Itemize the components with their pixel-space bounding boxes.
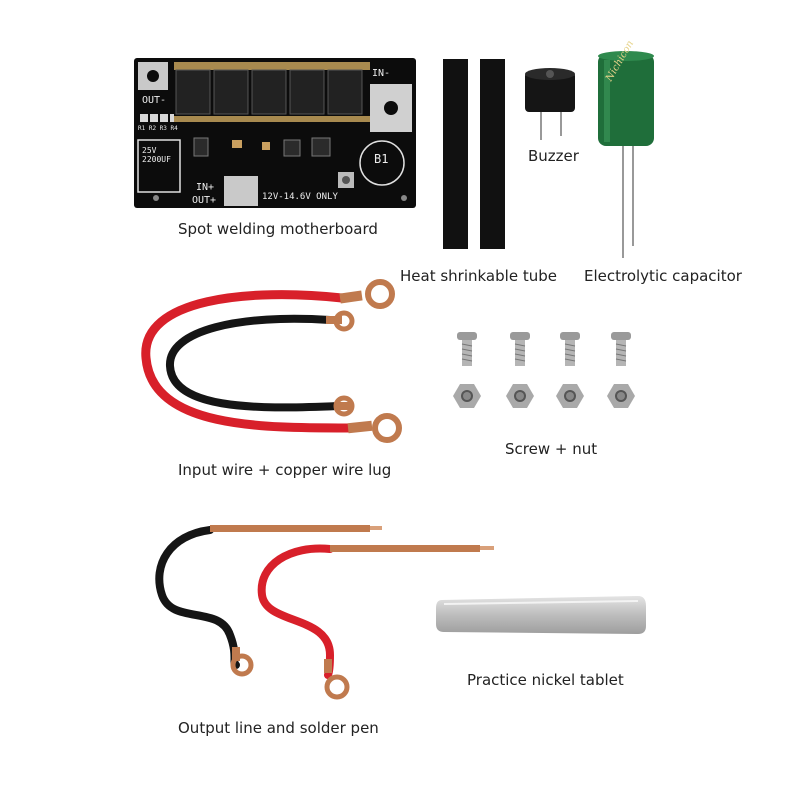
nickel-tablet-image	[434, 594, 648, 636]
nickel-tablet-label: Practice nickel tablet	[467, 671, 624, 689]
output-line-label: Output line and solder pen	[178, 719, 379, 737]
input-wire-label: Input wire + copper wire lug	[178, 461, 392, 479]
pcb-in-minus-label: IN-	[372, 68, 391, 79]
heat-shrink-tube-1	[443, 59, 468, 249]
pcb-in-plus-label: IN+	[196, 182, 215, 193]
pcb-voltage-note: 12V-14.6V ONLY	[262, 192, 338, 202]
pcb-cap-rating: 25V 2200UF	[142, 146, 171, 164]
electrolytic-capacitor-image: Nichicon	[592, 39, 662, 262]
pcb-b1-label: B1	[374, 152, 389, 166]
buzzer-label: Buzzer	[528, 147, 579, 165]
screws-and-nuts-image	[440, 328, 640, 418]
input-wire-image	[130, 278, 410, 448]
pcb-resistor-labels: R1 R2 R3 R4	[138, 125, 178, 132]
output-line-image	[150, 515, 500, 705]
capacitor-label: Electrolytic capacitor	[584, 267, 742, 285]
heat-tube-label: Heat shrinkable tube	[400, 267, 557, 285]
spot-welding-motherboard: OUT- IN- R1 R2 R3 R4 25V 2200UF IN+ OUT+…	[134, 58, 416, 208]
motherboard-label: Spot welding motherboard	[178, 220, 378, 238]
pcb-out-minus-label: OUT-	[142, 95, 167, 106]
buzzer-image	[522, 66, 582, 146]
screw-nut-label: Screw + nut	[505, 440, 598, 458]
pcb-out-plus-label: OUT+	[192, 195, 217, 206]
heat-shrink-tube-2	[480, 59, 505, 249]
